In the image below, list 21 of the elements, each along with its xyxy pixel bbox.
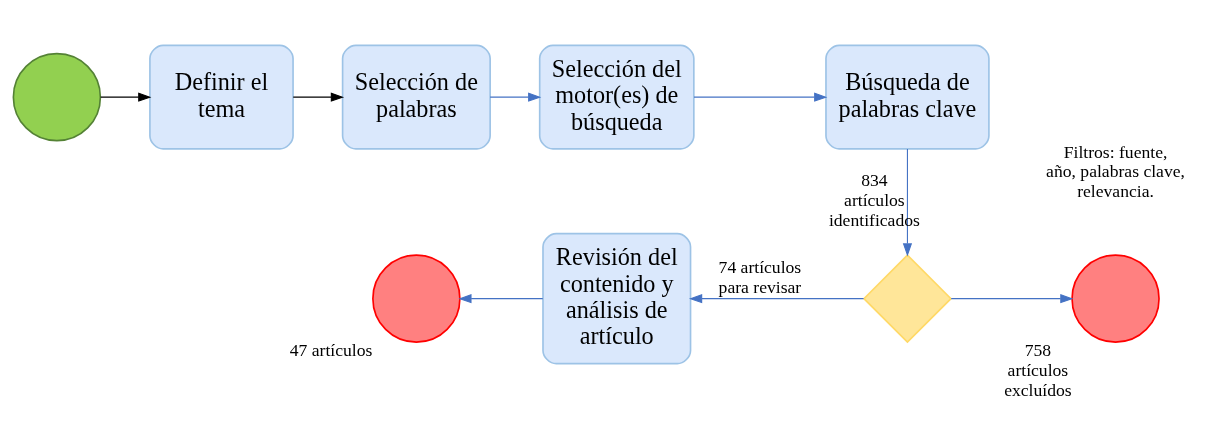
arrow — [292, 92, 345, 102]
arrow — [458, 293, 544, 303]
node-label: 47 artículos — [289, 339, 373, 360]
arrow — [100, 92, 152, 102]
arrow — [489, 92, 542, 102]
arrow — [689, 293, 865, 303]
arrow — [693, 92, 828, 102]
node-box: Selección de palabras — [341, 44, 491, 150]
arrow — [950, 293, 1074, 303]
arrow — [902, 147, 913, 257]
node-circle — [12, 52, 102, 141]
node-box: Búsqueda de palabras clave — [825, 44, 990, 150]
node-box: Revisión del contenido y análisis de artículo — [542, 232, 692, 364]
node-label: 758 artículos excluídos — [1004, 339, 1072, 400]
node-circle — [372, 253, 461, 343]
node-diamond — [862, 253, 953, 343]
node-box: Definir el tema — [149, 44, 294, 150]
edge-label: 74 artículos para revisar — [718, 256, 802, 297]
node-box: Selección del motor(es) de búsqueda — [538, 44, 695, 150]
label: Filtros: fuente, año, palabras clave, relevancia. — [1046, 140, 1185, 201]
node-circle — [1071, 253, 1160, 343]
